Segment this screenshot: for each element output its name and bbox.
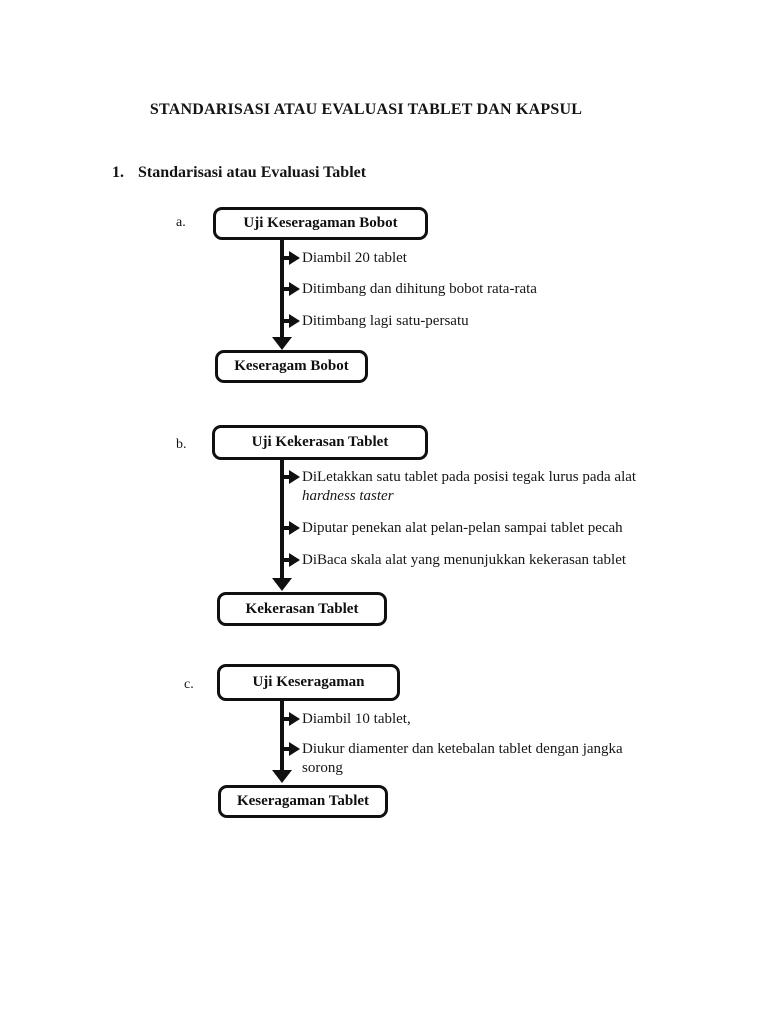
step-text-line2: hardness taster <box>302 488 394 504</box>
right-arrow-icon <box>282 313 300 329</box>
flow-step: Diputar penekan alat pelan-pelan sampai … <box>282 519 623 538</box>
step-text: DiLetakkan satu tablet pada posisi tegak… <box>302 469 637 485</box>
down-arrow-icon <box>272 578 292 591</box>
flow-step: Diambil 20 tablet <box>282 249 407 268</box>
flow-step: Ditimbang dan dihitung bobot rata-rata <box>282 280 537 299</box>
step-text: Diambil 20 tablet <box>302 250 407 266</box>
step-text: Ditimbang dan dihitung bobot rata-rata <box>302 281 537 297</box>
right-arrow-icon <box>282 552 300 568</box>
step-text: DiBaca skala alat yang menunjukkan keker… <box>302 552 627 568</box>
right-arrow-icon <box>282 741 300 757</box>
right-arrow-icon <box>282 250 300 266</box>
flow-label-a: a. <box>176 215 186 230</box>
flow-line-c <box>280 699 284 770</box>
heading-text: Standarisasi atau Evaluasi Tablet <box>138 164 367 181</box>
down-arrow-icon <box>272 770 292 783</box>
step-text: Diukur diamenter dan ketebalan tablet de… <box>302 741 623 757</box>
flow-start-box-keseragaman-bobot: Uji Keseragaman Bobot <box>213 207 428 240</box>
flow-step: DiLetakkan satu tablet pada posisi tegak… <box>282 468 636 506</box>
flow-label-c: c. <box>184 677 194 692</box>
doc-title: STANDARISASI ATAU EVALUASI TABLET DAN KA… <box>149 101 583 118</box>
flow-start-box-uji-keseragaman: Uji Keseragaman <box>217 664 400 701</box>
flow-end-box-keseragaman-tablet: Keseragaman Tablet <box>218 785 388 818</box>
flow-step: DiBaca skala alat yang menunjukkan keker… <box>282 551 626 570</box>
flow-end-box-kekerasan-tablet: Kekerasan Tablet <box>217 592 387 626</box>
flow-start-box-kekerasan-tablet: Uji Kekerasan Tablet <box>212 425 428 460</box>
flow-label-b: b. <box>176 437 187 452</box>
flow-step: Diambil 10 tablet, <box>282 710 411 729</box>
down-arrow-icon <box>272 337 292 350</box>
flow-step: Diukur diamenter dan ketebalan tablet de… <box>282 740 623 778</box>
step-text-line2: sorong <box>302 760 343 776</box>
right-arrow-icon <box>282 711 300 727</box>
flow-line-b <box>280 458 284 578</box>
right-arrow-icon <box>282 520 300 536</box>
right-arrow-icon <box>282 281 300 297</box>
flow-step: Ditimbang lagi satu-persatu <box>282 312 469 331</box>
step-text: Ditimbang lagi satu-persatu <box>302 313 469 329</box>
section-heading: 1. Standarisasi atau Evaluasi Tablet <box>112 164 366 182</box>
step-text: Diambil 10 tablet, <box>302 711 411 727</box>
heading-number: 1. <box>112 164 124 181</box>
flow-end-box-keseragam-bobot: Keseragam Bobot <box>215 350 368 383</box>
right-arrow-icon <box>282 469 300 485</box>
step-text: Diputar penekan alat pelan-pelan sampai … <box>302 520 623 536</box>
